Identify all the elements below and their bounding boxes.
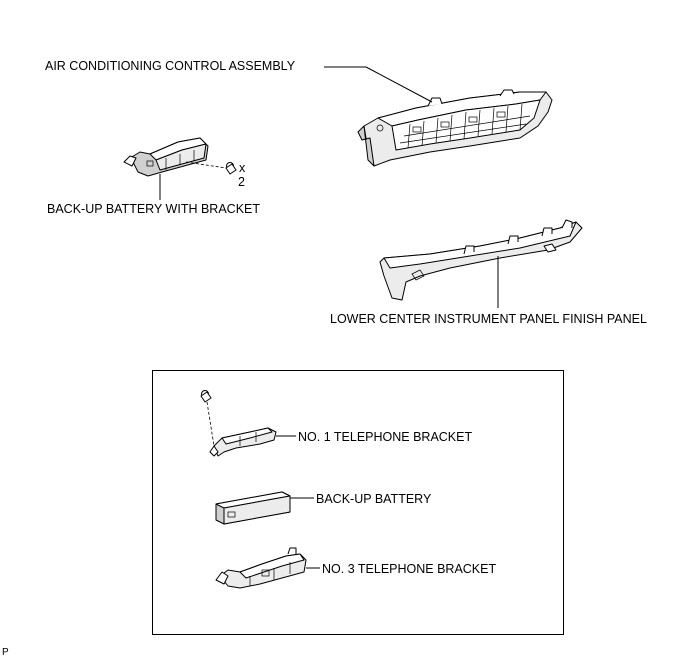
corner-code: P: [2, 647, 9, 658]
ac-control-assembly-illustration: [357, 89, 553, 167]
detail-screw-guide-line: [206, 401, 215, 447]
screw-quantity-number: 2: [238, 175, 245, 189]
screw-quantity-x: x: [239, 161, 246, 175]
lower-center-finish-panel-illustration: [379, 219, 583, 301]
backup-battery-with-bracket-illustration: [123, 137, 209, 177]
backup-battery-with-bracket-label: BACK-UP BATTERY WITH BRACKET: [47, 202, 260, 216]
lower-center-finish-panel-label: LOWER CENTER INSTRUMENT PANEL FINISH PAN…: [330, 312, 647, 326]
backup-battery-label: BACK-UP BATTERY: [316, 492, 432, 506]
detail-screw-icon: [200, 390, 212, 403]
no1-telephone-bracket-label: NO. 1 TELEPHONE BRACKET: [298, 430, 472, 444]
screw-icon: [225, 162, 237, 175]
no1-telephone-bracket-illustration: [209, 427, 277, 457]
backup-battery-illustration: [215, 491, 291, 525]
ac-control-leader-diag: [365, 66, 433, 103]
detail-box: [152, 370, 564, 635]
screw-guide-line: [185, 161, 227, 169]
ac-control-assembly-label: AIR CONDITIONING CONTROL ASSEMBLY: [45, 59, 296, 73]
no3-telephone-bracket-label: NO. 3 TELEPHONE BRACKET: [322, 562, 496, 576]
no3-telephone-bracket-illustration: [215, 547, 307, 589]
